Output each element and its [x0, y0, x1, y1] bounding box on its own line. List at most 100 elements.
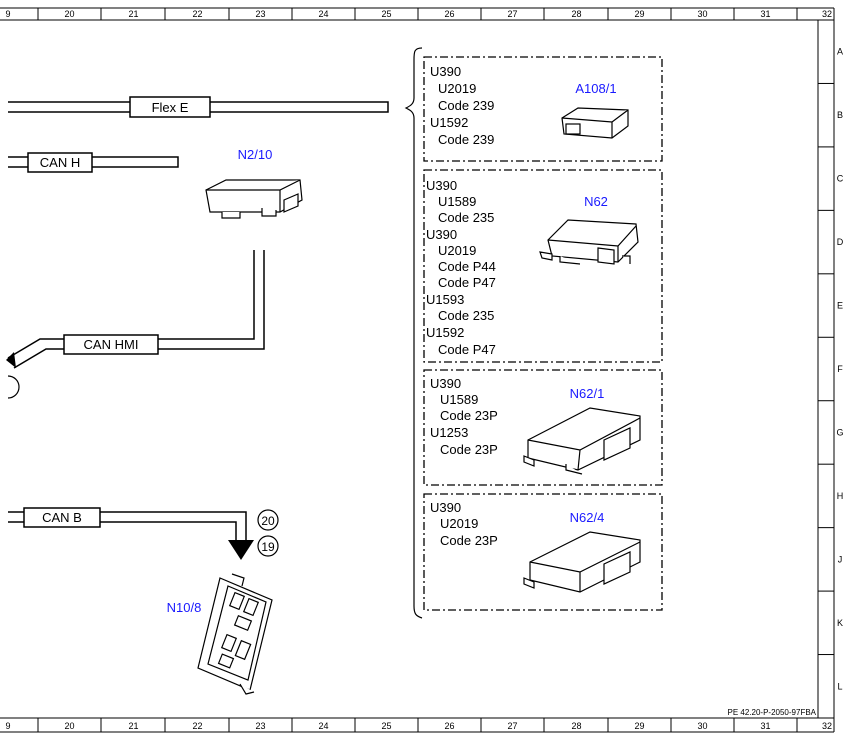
document-code: PE 42.20-P-2050-97FBA — [728, 708, 817, 717]
column-label: 21 — [128, 721, 138, 731]
column-label: 22 — [192, 721, 202, 731]
n62-1-label: N62/1 — [570, 386, 605, 401]
row-label: A — [837, 47, 843, 57]
row-label: H — [837, 491, 844, 501]
box2-line: Code P47 — [438, 342, 496, 357]
column-label: 23 — [255, 721, 265, 731]
box1-line: Code 239 — [438, 98, 494, 113]
box2-line: U1589 — [438, 194, 476, 209]
can-h-label-box — [27, 152, 93, 173]
row-label: B — [837, 110, 843, 120]
row-label: F — [837, 364, 843, 374]
box3-line: U1589 — [440, 392, 478, 407]
row-label: D — [837, 237, 844, 247]
can-h-label: CAN H — [40, 155, 80, 170]
box2-line: U390 — [426, 227, 457, 242]
column-label: 31 — [760, 721, 770, 731]
column-label: 29 — [634, 9, 644, 19]
box3-line: Code 23P — [440, 442, 498, 457]
column-label: 31 — [760, 9, 770, 19]
row-label: E — [837, 301, 843, 311]
can-b-arrow-icon — [228, 540, 254, 560]
can-h-bus — [8, 156, 179, 168]
n62-4-module-icon — [523, 531, 641, 593]
can-b-label-box — [23, 507, 101, 528]
option-box-n62-4: U390 U2019 Code 23P N62/4 — [423, 493, 663, 611]
can-hmi-label-box — [63, 334, 159, 355]
box1-line: U2019 — [438, 81, 476, 96]
n10-8-fusebox-icon — [197, 573, 273, 695]
column-label: 32 — [822, 9, 832, 19]
row-label: G — [836, 427, 843, 437]
column-label: 26 — [444, 9, 454, 19]
a108-1-label: A108/1 — [575, 81, 616, 96]
box3-line: Code 23P — [440, 408, 498, 423]
box4-line: U390 — [430, 500, 461, 515]
column-label: 20 — [64, 9, 74, 19]
box2-line: U390 — [426, 178, 457, 193]
n10-8-label: N10/8 — [167, 600, 202, 615]
column-label: 20 — [64, 721, 74, 731]
svg-text:U390 U2019 Code 23: U390 U2019 Code 239 U1592 Code 239 — [430, 64, 498, 147]
connector-19-circle — [257, 535, 279, 557]
connector-19-label: 19 — [261, 540, 275, 554]
column-label: 28 — [571, 721, 581, 731]
flex-e-label-box — [129, 96, 211, 118]
n62-label: N62 — [584, 194, 608, 209]
row-label: K — [837, 618, 843, 628]
n62-4-label: N62/4 — [570, 510, 605, 525]
column-label: 9 — [5, 721, 10, 731]
box1-line: Code 239 — [438, 132, 494, 147]
svg-text:U390 U1589 Code 23: U390 U1589 Code 23P U1253 Code 23P — [430, 376, 501, 457]
can-hmi-arrow-icon — [6, 352, 20, 399]
svg-text:U390 U1589 Code 23: U390 U1589 Code 235 U390 U2019 Code P44 … — [426, 178, 499, 357]
box2-line: Code P47 — [438, 275, 496, 290]
box1-line: U1592 — [430, 115, 468, 130]
column-label: 30 — [697, 721, 707, 731]
box2-line: U2019 — [438, 243, 476, 258]
column-label: 21 — [128, 9, 138, 19]
sheet-frame — [0, 7, 835, 733]
box2-line: Code 235 — [438, 210, 494, 225]
n62-module-icon — [539, 219, 639, 265]
svg-text:U390 U2019 Code 23: U390 U2019 Code 23P — [430, 500, 498, 548]
connector-20-circle — [257, 509, 279, 531]
column-label: 23 — [255, 9, 265, 19]
n2-10-module-icon — [205, 179, 303, 219]
can-hmi-label: CAN HMI — [84, 337, 139, 352]
column-label: 22 — [192, 9, 202, 19]
box2-line: Code P44 — [438, 259, 496, 274]
box3-line: U1253 — [430, 425, 468, 440]
option-box-n62: U390 U1589 Code 235 U390 U2019 Code P44 … — [423, 169, 663, 363]
n2-10-label: N2/10 — [238, 147, 273, 162]
column-label: 27 — [507, 9, 517, 19]
flex-e-label: Flex E — [152, 100, 189, 115]
row-label: C — [837, 174, 844, 184]
column-label: 26 — [444, 721, 454, 731]
row-label: L — [837, 681, 842, 691]
box3-line: U390 — [430, 376, 461, 391]
column-label: 9 — [5, 9, 10, 19]
box4-line: Code 23P — [440, 533, 498, 548]
column-label: 32 — [822, 721, 832, 731]
box2-line: U1593 — [426, 292, 464, 307]
column-label: 24 — [318, 721, 328, 731]
row-grid: A B C D E F G H J K L — [818, 47, 844, 691]
box1-line: U390 — [430, 64, 461, 79]
option-box-a108-1: U390 U2019 Code 239 U1592 Code 239 A108/… — [423, 56, 663, 162]
can-b-label: CAN B — [42, 510, 82, 525]
connector-20-label: 20 — [261, 514, 275, 528]
column-label: 29 — [634, 721, 644, 731]
box2-line: Code 235 — [438, 308, 494, 323]
column-label: 24 — [318, 9, 328, 19]
box2-line: U1592 — [426, 325, 464, 340]
option-box-n62-1: U390 U1589 Code 23P U1253 Code 23P N62/1 — [423, 369, 663, 486]
a108-1-module-icon — [561, 107, 629, 139]
column-label: 28 — [571, 9, 581, 19]
row-label: J — [838, 554, 843, 564]
column-label: 27 — [507, 721, 517, 731]
column-label: 25 — [381, 9, 391, 19]
box4-line: U2019 — [440, 516, 478, 531]
n62-1-module-icon — [523, 407, 641, 475]
